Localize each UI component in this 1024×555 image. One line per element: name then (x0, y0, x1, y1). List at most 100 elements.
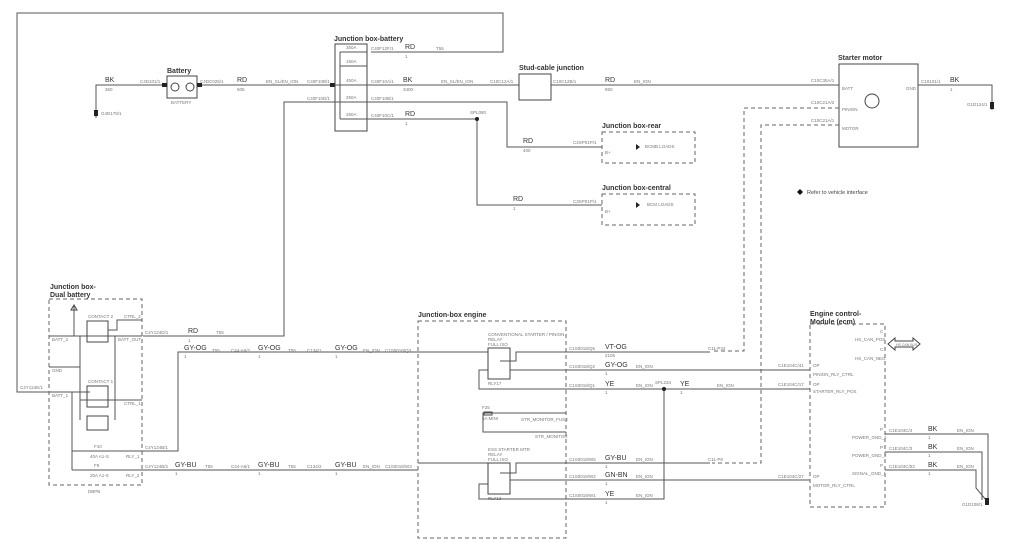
fuse-label: F10 (94, 444, 102, 449)
relay-label: CONVENTIONAL STARTER / PINION (488, 332, 564, 337)
route-label: EN_ION (636, 457, 653, 462)
connector-label: C1S0018/Q2 (569, 364, 596, 369)
pin-label: POWER_GND_1 (852, 435, 887, 440)
fuse-rating: 350A (346, 45, 357, 50)
pin-type: C (880, 329, 884, 334)
jb-battery-title: Junction box-battery (334, 36, 403, 43)
jb-dual-title: Dual battery (50, 292, 91, 299)
junction-box-battery: Junction box-battery 350A 150A 450A 250A… (143, 36, 602, 337)
wire-color: BK (928, 426, 938, 433)
pin-type: OP (813, 474, 820, 479)
splice-icon (475, 117, 479, 121)
pin-label: GND (906, 86, 917, 91)
jb-central-title: Junction box-central (602, 185, 671, 192)
pin-label: BATT_2 (52, 337, 69, 342)
pin-label: RLY_1 (126, 454, 140, 459)
wire-gauge: 1 (258, 354, 261, 359)
relay-label: FULL ISO (488, 342, 508, 347)
connector-label: C10C21A/2 (811, 100, 835, 105)
fuse-rating: 5A MINI (482, 416, 498, 421)
wire-bk-ground (95, 84, 167, 118)
fuse-rating: 250A (346, 112, 357, 117)
wire-gauge: 1 (928, 471, 931, 476)
jb-engine-title: Junction-box engine (418, 312, 487, 319)
wire-color: GY-OG (184, 345, 207, 352)
wire-gy-bu: GY-BU 1 T55 C44-A6/1 GY-BU 1 T55 C134/2 … (142, 462, 488, 476)
junction-box-engine: Junction-box engine CONVENTIONAL STARTER… (417, 312, 810, 539)
wire-color: GY-OG (258, 345, 281, 352)
battery-circuit: Battery BATTERY BK 360 C4D101/1 C4DC025/… (94, 68, 335, 118)
route-label: EN_ION (636, 474, 653, 479)
route-label: T55 (288, 348, 296, 353)
wire-color: YE (605, 381, 615, 388)
pin-label: GND (52, 368, 63, 373)
wire-gy-og: GY-OG 1 T55 C44-A6/2 GY-OG 1 T55 C134/1 … (142, 345, 488, 452)
pin-label: HS_CAN_POS (855, 337, 885, 342)
wire-color: GY-OG (605, 362, 628, 369)
connector-label: C1S0018/W2 (569, 474, 596, 479)
route-label: EN_SL/EN_ION (266, 79, 298, 84)
relay-label: RELAY (488, 452, 502, 457)
pin-type: P (880, 463, 883, 468)
connector-label: C134/2 (307, 464, 322, 469)
connector-icon (197, 83, 202, 87)
pin-label: STR_MONITOR (535, 434, 568, 439)
connector-label: C3SP01P/1 (573, 199, 597, 204)
wire-gauge: 1 (335, 471, 338, 476)
ground-label: G1D108/1 (962, 502, 983, 507)
connector-label: C40F12F/1 (371, 46, 394, 51)
connector-label: C1S0018/Q1 (569, 383, 596, 388)
can-bus-arrow-icon (887, 336, 921, 352)
load-label: BCM LOADS (647, 202, 674, 207)
connector-label: C10C35A/1 (811, 78, 835, 83)
pin-label: MOTOR (842, 126, 859, 131)
wire-gauge: 1 (405, 121, 408, 126)
route-label: EN_ION (636, 493, 653, 498)
wire-gauge: 1 (335, 354, 338, 359)
wire-color: BK (950, 77, 960, 84)
wire-color: GY-BU (258, 462, 280, 469)
wire-gauge: 1 (405, 54, 408, 59)
pin-label: CTRL_2 (124, 314, 141, 319)
wire-gauge: 1 (950, 87, 953, 92)
wire-gauge: 1 (680, 390, 683, 395)
connector-label: C4Y124B/2 (145, 464, 169, 469)
wire-gauge: 1 (605, 371, 608, 376)
pin-label: BATT (842, 86, 853, 91)
jb-dual-title: Junction box- (50, 284, 97, 291)
ground-icon (990, 102, 994, 109)
wire-color: GY-OG (335, 345, 358, 352)
battery-terminal-icon (170, 82, 180, 92)
pin-label: STARTER_RLY_POS (813, 389, 857, 394)
wire-color: GN-BN (605, 472, 628, 479)
wire-gauge: 1 (605, 481, 608, 486)
contact-label: CONTACT 2 (88, 314, 114, 319)
wire-color: BK (928, 444, 938, 451)
ecm-title: Module (ecm) (810, 319, 855, 326)
wire-gauge: 1 (928, 453, 931, 458)
route-label: EN_SL/EN_ION (441, 79, 473, 84)
starter-motor: Starter motor C10C35A/1 BATT C10C21A/2 P… (712, 55, 994, 464)
relay-icon (487, 462, 511, 495)
relay-label: ESS STARTER MTR (488, 447, 531, 452)
wire-color: RD (405, 111, 415, 118)
can-bus-label: HS CAN BUS (896, 343, 918, 347)
fuse-rating: 20A A1-S (90, 473, 109, 478)
wire-gauge: 1 (175, 471, 178, 476)
route-label: EN_ION (717, 383, 734, 388)
connector-label: C4D101/1 (140, 79, 161, 84)
battery-title: Battery (167, 68, 191, 75)
connector-label: C40F10C/1 (371, 113, 395, 118)
wire-color: YE (605, 491, 615, 498)
relay-label: RELAY (488, 337, 502, 342)
wire-gauge: 1 (513, 206, 516, 211)
route-label: EN_ION (634, 79, 651, 84)
connector-label: C1E104C/4 (889, 428, 913, 433)
ecm-title: Engine control- (810, 311, 862, 318)
wire-color: RD (605, 77, 615, 84)
pin-label: PINION_RLY_CTRL (813, 372, 854, 377)
pin-label: POWER_GND_2 (852, 453, 887, 458)
route-label: EN_ION (957, 464, 974, 469)
wire-gauge: 1 (605, 390, 608, 395)
